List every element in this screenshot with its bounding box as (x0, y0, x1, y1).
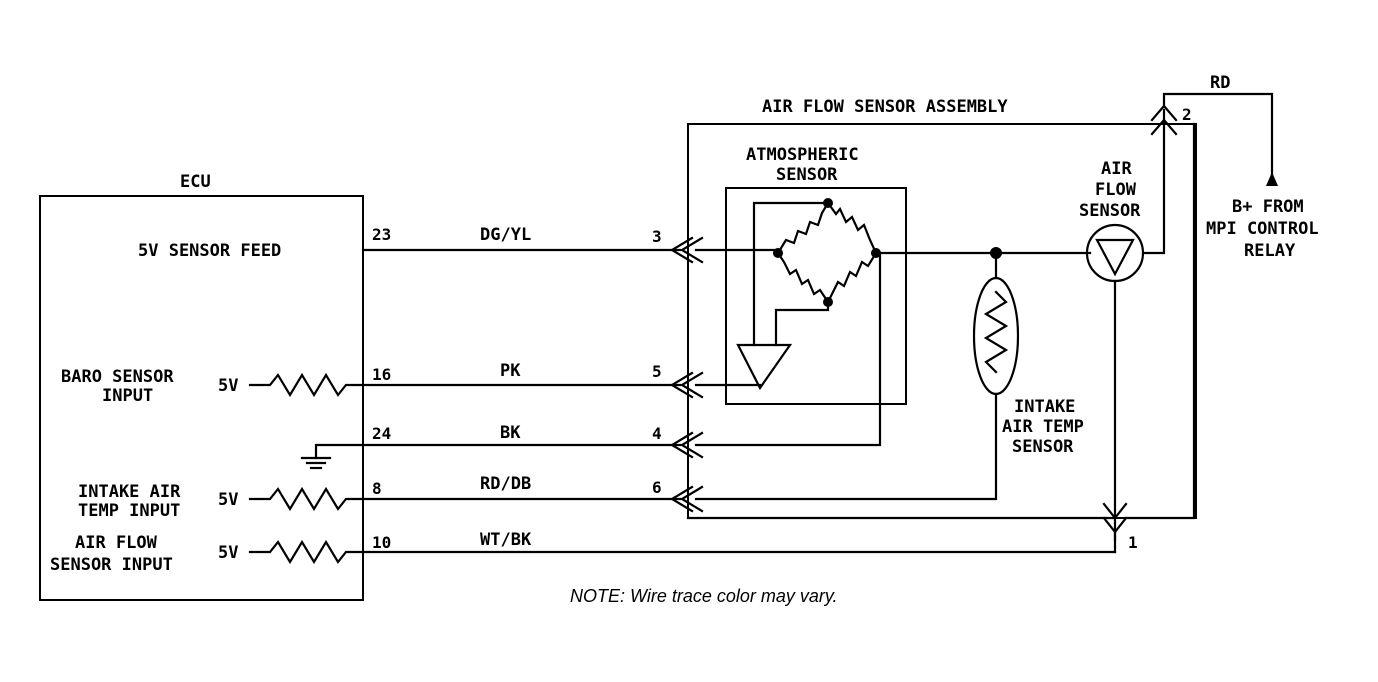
relay-label-3: RELAY (1244, 241, 1296, 261)
connector-pin-5-icon-inner (679, 371, 704, 399)
ecu-pin-10: 10 (372, 533, 391, 552)
connector-pin-4-icon-inner (679, 431, 704, 459)
atmospheric-sensor-box (725, 187, 907, 405)
atmospheric-sensor-label-2: SENSOR (776, 165, 838, 185)
relay-arrow-icon (1266, 172, 1278, 186)
connector-pin-4-icon (669, 431, 694, 459)
return-wire-right (1124, 122, 1196, 520)
afs-pullup-resistor (248, 539, 365, 565)
iat-sensor-label-3: SENSOR (1012, 437, 1074, 457)
bridge-to-amp-wire-1 (752, 201, 830, 347)
intake-air-temp-sensor (694, 251, 1020, 501)
note-text: NOTE: Wire trace color may vary. (570, 586, 838, 606)
bridge-to-amp-wire-2 (774, 300, 830, 347)
air-flow-sensor (1085, 108, 1166, 542)
wire-color-wtbk: WT/BK (480, 530, 532, 550)
bridge-resistor-network (773, 198, 881, 307)
afs-input-label-2: SENSOR INPUT (50, 555, 173, 575)
sensor-pin-3: 3 (652, 227, 662, 246)
baro-input-label-1: BARO SENSOR (61, 367, 174, 387)
wire-color-rddb: RD/DB (480, 474, 531, 494)
ground-icon (300, 443, 365, 470)
amplifier-icon (736, 343, 793, 391)
assembly-title: AIR FLOW SENSOR ASSEMBLY (762, 97, 1008, 117)
iat-pullup-resistor (248, 486, 365, 512)
sensor-pin-5: 5 (652, 362, 662, 381)
atmospheric-sensor-label-1: ATMOSPHERIC (746, 145, 859, 165)
ecu-pin-23: 23 (372, 225, 391, 244)
sensor-pin-6: 6 (652, 478, 662, 497)
baro-pullup-resistor (248, 372, 365, 398)
wire-color-bk: BK (500, 423, 521, 443)
bridge-ground-wire (694, 251, 882, 447)
connector-pin-3-icon-inner (679, 236, 704, 264)
iat-input-label-2: TEMP INPUT (78, 501, 180, 521)
relay-label-2: MPI CONTROL (1206, 219, 1319, 239)
sensor-pin-2: 2 (1182, 105, 1192, 124)
afs-label-3: SENSOR (1079, 201, 1141, 221)
wire-color-dgyl: DG/YL (480, 225, 531, 245)
ecu-label: ECU (180, 172, 211, 192)
ecu-pin-16: 16 (372, 365, 391, 384)
relay-wire-color: RD (1210, 73, 1230, 93)
connector-pin-2-icon-inner (1150, 118, 1178, 136)
ecu-pin-8: 8 (372, 479, 382, 498)
afs-input-label-1: AIR FLOW (75, 533, 158, 553)
sensor-pin-4: 4 (652, 424, 662, 443)
wire-color-pk: PK (500, 361, 521, 381)
iat-5v-label: 5V (218, 490, 238, 510)
relay-label-1: B+ FROM (1232, 197, 1304, 217)
afs-label-1: AIR (1101, 159, 1132, 179)
connector-pin-6-icon (669, 485, 694, 513)
connector-pin-3-icon (669, 236, 694, 264)
ecu-sensor-feed-label: 5V SENSOR FEED (138, 241, 281, 261)
connector-pin-6-icon-inner (679, 485, 704, 513)
baro-input-label-2: INPUT (102, 386, 153, 406)
baro-5v-label: 5V (218, 376, 238, 396)
afs-5v-label: 5V (218, 543, 238, 563)
ecu-box (39, 195, 364, 601)
relay-feed-wire (1162, 92, 1274, 176)
iat-input-label-1: INTAKE AIR (78, 482, 181, 502)
connector-pin-5-icon (669, 371, 694, 399)
ecu-pin-24: 24 (372, 424, 391, 443)
afs-label-2: FLOW (1095, 180, 1137, 200)
sensor-pin-1: 1 (1128, 533, 1138, 552)
iat-sensor-label-2: AIR TEMP (1002, 417, 1084, 437)
iat-sensor-label-1: INTAKE (1014, 397, 1075, 417)
